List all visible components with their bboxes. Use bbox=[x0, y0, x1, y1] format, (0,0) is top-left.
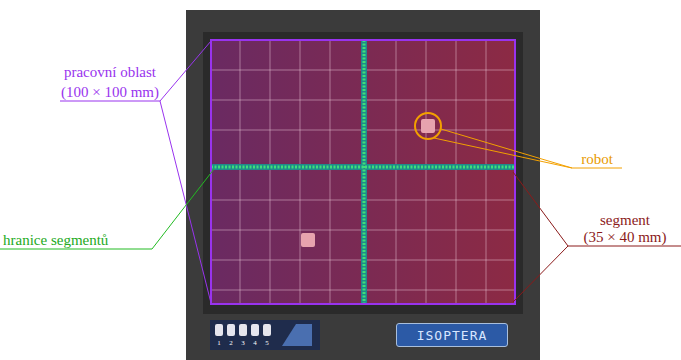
logo-panel bbox=[210, 320, 320, 350]
slot-number: 1 bbox=[217, 340, 221, 347]
slot-number: 2 bbox=[229, 340, 233, 347]
slot-number: 3 bbox=[241, 340, 245, 347]
slot-number: 4 bbox=[253, 340, 257, 347]
robot-label: robot bbox=[581, 152, 613, 167]
leader-line bbox=[0, 169, 214, 249]
leader-line bbox=[434, 129, 622, 168]
boundary-label: hranice segmentů bbox=[3, 233, 108, 248]
slot-number: 5 bbox=[265, 340, 269, 347]
dimension-label: (100 × 100 mm) bbox=[61, 85, 159, 100]
leader-line bbox=[60, 41, 211, 303]
grid bbox=[211, 40, 515, 304]
leader-line bbox=[513, 172, 681, 302]
housing bbox=[186, 10, 540, 360]
robot-highlight bbox=[415, 113, 441, 139]
segment-boundary bbox=[211, 40, 515, 304]
robot bbox=[301, 233, 315, 247]
work-area-outline bbox=[211, 40, 515, 304]
area-label: pracovní oblast bbox=[64, 65, 156, 80]
segment-label: segment bbox=[600, 213, 650, 228]
name-plate: ISOPTERA bbox=[396, 323, 508, 347]
dimension-label: (35 × 40 mm) bbox=[583, 230, 666, 245]
slot-icons bbox=[215, 324, 312, 346]
plate-text: ISOPTERA bbox=[417, 328, 488, 343]
frame bbox=[203, 32, 523, 314]
robot bbox=[421, 119, 435, 133]
work-area bbox=[211, 40, 515, 304]
